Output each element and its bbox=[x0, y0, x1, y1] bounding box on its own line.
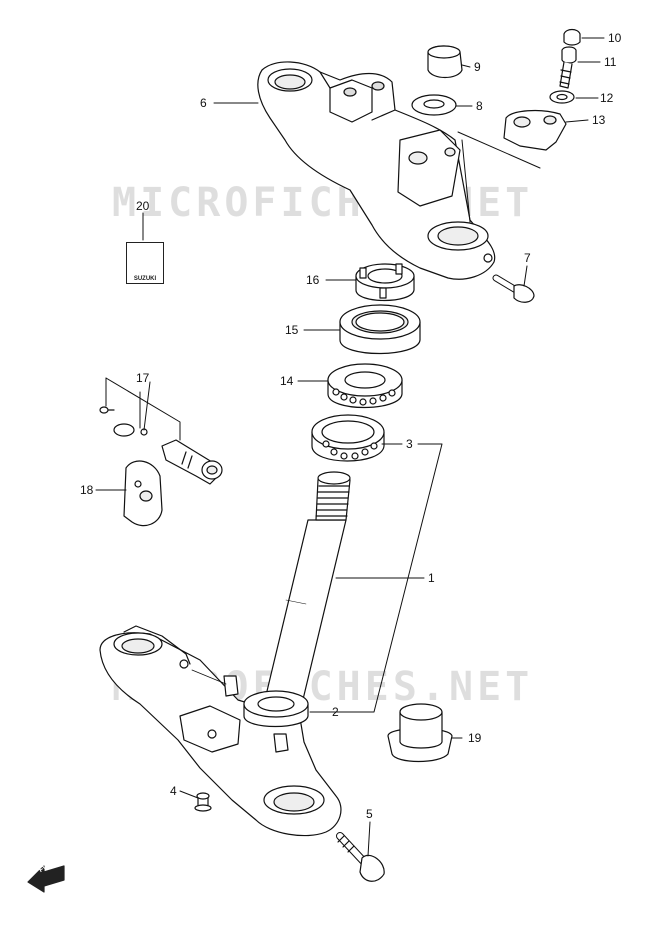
part-19-cap bbox=[387, 703, 453, 763]
part-11-bolt bbox=[559, 46, 577, 89]
part-8-washer bbox=[411, 94, 457, 116]
callout-2: 2 bbox=[332, 705, 339, 719]
part-10-cap bbox=[563, 28, 581, 46]
part-17-lock bbox=[99, 406, 223, 485]
callout-11: 11 bbox=[604, 55, 617, 69]
callout-1: 1 bbox=[428, 571, 435, 585]
part-5-bolt bbox=[336, 832, 385, 882]
callout-3: 3 bbox=[406, 437, 413, 451]
part-3-bearing bbox=[311, 414, 385, 462]
part-15-seal bbox=[339, 304, 421, 354]
callout-9: 9 bbox=[474, 60, 481, 74]
callout-15: 15 bbox=[285, 323, 299, 337]
bracket-fittings bbox=[191, 669, 289, 753]
callout-16: 16 bbox=[306, 273, 320, 287]
callout-19: 19 bbox=[468, 731, 482, 745]
part-12-washer bbox=[549, 90, 575, 104]
callout-17: 17 bbox=[136, 371, 150, 385]
part-14-bearing bbox=[327, 363, 403, 408]
part-13-holder bbox=[503, 109, 567, 151]
callout-7: 7 bbox=[524, 251, 531, 265]
callout-20: 20 bbox=[136, 199, 150, 213]
lower-bracket bbox=[99, 625, 342, 837]
leader-bracket-17 bbox=[105, 377, 181, 441]
part-2-seal bbox=[243, 690, 309, 728]
part-16-nut bbox=[355, 263, 415, 302]
callout-14: 14 bbox=[280, 374, 294, 388]
callout-18: 18 bbox=[80, 483, 94, 497]
callout-5: 5 bbox=[366, 807, 373, 821]
suzuki-logo: SUZUKI bbox=[126, 242, 164, 284]
upper-bracket bbox=[257, 61, 541, 280]
callout-12: 12 bbox=[600, 91, 614, 105]
callout-10: 10 bbox=[608, 31, 622, 45]
part-4-bolt bbox=[194, 792, 212, 812]
callout-13: 13 bbox=[592, 113, 606, 127]
part-1-stem bbox=[261, 471, 351, 713]
callout-6: 6 bbox=[200, 96, 207, 110]
part-18-cover bbox=[123, 460, 163, 527]
callout-8: 8 bbox=[476, 99, 483, 113]
part-9-cap bbox=[427, 45, 463, 79]
part-7-bolt bbox=[492, 274, 535, 303]
callout-4: 4 bbox=[170, 784, 177, 798]
logo-text: SUZUKI bbox=[133, 276, 157, 282]
fwd-arrow-icon bbox=[27, 865, 65, 893]
leader-lines bbox=[95, 37, 605, 857]
